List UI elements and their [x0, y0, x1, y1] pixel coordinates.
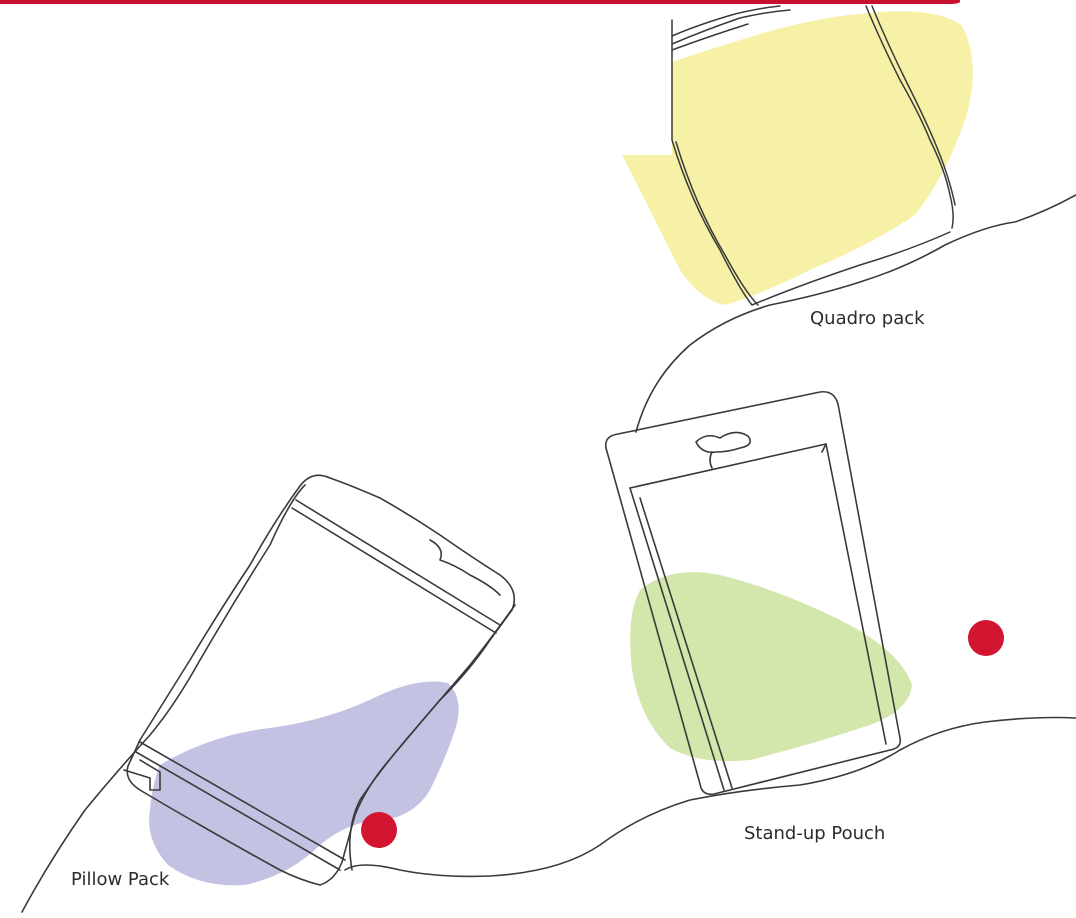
top-bar	[0, 0, 960, 4]
pillow-blob	[149, 682, 459, 886]
quadro-blob	[622, 11, 973, 305]
standup-marker	[968, 620, 1004, 656]
standup-pouch-label: Stand-up Pouch	[744, 823, 885, 844]
pillow-marker	[361, 812, 397, 848]
pillow-pack-label: Pillow Pack	[71, 869, 169, 890]
quadro-pack-label: Quadro pack	[810, 308, 925, 329]
